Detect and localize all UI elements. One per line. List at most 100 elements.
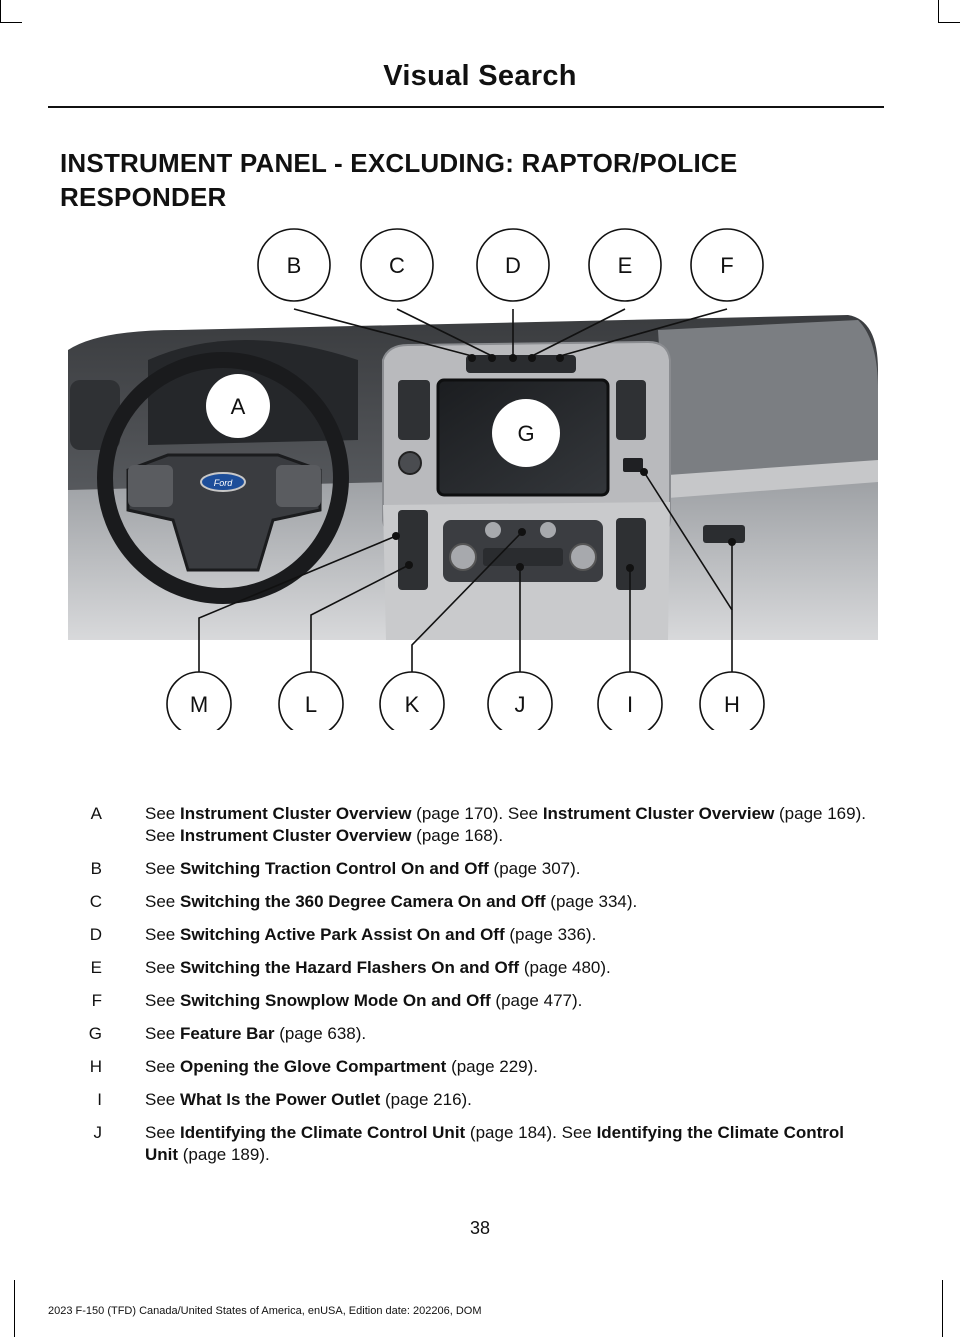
leader-dots-top: [468, 354, 564, 362]
crop-mark: [938, 0, 939, 22]
top-right-climate-knob: [540, 522, 556, 538]
description-letter: F: [91, 991, 102, 1010]
description-letter: B: [90, 859, 102, 878]
glove-box-handle: [703, 525, 745, 543]
cross-reference-title: Identifying the Climate Control Unit: [145, 1123, 845, 1164]
description-row: E See Switching the Hazard Flashers On an…: [60, 957, 880, 979]
steering-wheel-rim: [97, 352, 349, 604]
description-row: A See Instrument Cluster Overview (page 1…: [60, 803, 880, 847]
cross-reference-title: Switching Snowplow Mode On and Off: [179, 991, 491, 1010]
callout-g-label: G: [517, 421, 534, 446]
description-fragment: (page 480).: [519, 958, 611, 977]
description-fragment: See: [145, 991, 180, 1010]
callout-h-label: H: [724, 692, 740, 717]
description-fragment: (page 189).: [178, 1145, 270, 1164]
description-list: A See Instrument Cluster Overview (page 1…: [60, 803, 880, 1177]
description-fragment: See: [145, 804, 180, 823]
climate-buttons: [483, 548, 563, 566]
description-fragment: See: [145, 1090, 180, 1109]
description-letter: J: [93, 1123, 103, 1142]
description-fragment: (page 477).: [490, 991, 583, 1010]
description-fragment: (page 184). See: [465, 1123, 597, 1142]
description-text: See Instrument Cluster Overview (page 17…: [145, 803, 880, 847]
description-fragment: See: [145, 1024, 180, 1043]
left-console-switches: [398, 510, 428, 590]
description-text: See What Is the Power Outlet (page 216).: [145, 1089, 880, 1111]
cross-reference-title: What Is the Power Outlet: [179, 1090, 381, 1109]
description-letter: E: [90, 958, 102, 977]
description-fragment: (page 216).: [380, 1090, 472, 1109]
leader-dots-bottom: [392, 468, 736, 572]
callout-f-label: F: [720, 253, 733, 278]
cross-reference-title: Switching Active Park Assist On and Off: [179, 925, 505, 944]
description-text: See Opening the Glove Compartment (page …: [145, 1056, 880, 1078]
description-letter: H: [89, 1057, 102, 1076]
description-text: See Switching Snowplow Mode On and Off (…: [145, 990, 880, 1012]
page-footer: 2023 F-150 (TFD) Canada/United States of…: [48, 1305, 482, 1317]
description-text: See Switching the 360 Degree Camera On a…: [145, 891, 880, 913]
description-fragment: (page 169). See: [145, 804, 866, 845]
callout-a-label: A: [231, 394, 246, 419]
right-climate-knob: [569, 543, 597, 571]
steering-wheel-hub: [126, 453, 322, 572]
top-left-climate-knob: [485, 522, 501, 538]
right-stack-button: [623, 458, 643, 472]
leader-lines-top: [293, 308, 728, 357]
left-center-vent: [398, 380, 430, 440]
description-letter: C: [89, 892, 102, 911]
callout-d-label: D: [505, 253, 521, 278]
crop-mark: [938, 22, 960, 23]
steering-right-controls: [276, 465, 321, 507]
description-text: See Feature Bar (page 638).: [145, 1023, 880, 1045]
page-number: 38: [469, 1218, 491, 1238]
crop-mark: [0, 0, 1, 22]
callout-l-label: L: [305, 692, 317, 717]
steering-left-controls: [128, 465, 173, 507]
callout-e-label: E: [618, 253, 633, 278]
description-fragment: (page 334).: [545, 892, 638, 911]
callout-k-label: K: [405, 692, 420, 717]
description-text: See Switching the Hazard Flashers On and…: [145, 957, 880, 979]
description-fragment: (page 336).: [504, 925, 597, 944]
section-title-line-1: INSTRUMENT PANEL - EXCLUDING: RAPTOR/POL…: [60, 148, 738, 178]
ford-badge: [200, 472, 246, 492]
description-fragment: See: [145, 892, 180, 911]
description-row: H See Opening the Glove Compartment (page…: [60, 1056, 880, 1078]
cross-reference-title: Instrument Cluster Overview: [179, 826, 412, 845]
description-row: I See What Is the Power Outlet (page 216)…: [60, 1089, 880, 1111]
description-row: F See Switching Snowplow Mode On and Off …: [60, 990, 880, 1012]
section-title-line-2: RESPONDER: [60, 182, 227, 212]
crop-mark: [14, 1280, 15, 1337]
description-row: C See Switching the 360 Degree Camera On …: [60, 891, 880, 913]
cross-reference-title: Switching Traction Control On and Off: [179, 859, 489, 878]
cross-reference-title: Opening the Glove Compartment: [179, 1057, 447, 1076]
cross-reference-title: Instrument Cluster Overview: [542, 804, 775, 823]
description-row: D See Switching Active Park Assist On and…: [60, 924, 880, 946]
description-fragment: (page 229).: [446, 1057, 539, 1076]
page-header-title: Visual Search: [383, 60, 577, 92]
callout-b-label: B: [287, 253, 302, 278]
cross-reference-title: Instrument Cluster Overview: [179, 804, 412, 823]
description-fragment: (page 170). See: [411, 804, 543, 823]
header-divider: [48, 106, 884, 108]
description-fragment: See: [145, 1057, 180, 1076]
section-title: INSTRUMENT PANEL - EXCLUDING: RAPTOR/POL…: [60, 146, 880, 214]
description-text: See Switching Active Park Assist On and …: [145, 924, 880, 946]
cross-reference-title: Feature Bar: [179, 1024, 275, 1043]
cross-reference-title: Switching the Hazard Flashers On and Off: [179, 958, 520, 977]
callout-i-label: I: [627, 692, 633, 717]
instrument-panel-illustration: Ford A G B: [58, 220, 898, 730]
callout-c-label: C: [389, 253, 405, 278]
description-letter: A: [90, 804, 102, 823]
instrument-panel-svg: Ford A G B: [68, 228, 878, 730]
callout-j-label: J: [515, 692, 526, 717]
description-fragment: (page 307).: [488, 859, 581, 878]
description-fragment: (page 638).: [274, 1024, 367, 1043]
description-letter: D: [89, 925, 102, 944]
description-text: See Switching Traction Control On and Of…: [145, 858, 880, 880]
description-fragment: See: [145, 925, 180, 944]
passenger-trim: [668, 460, 878, 498]
description-letter: I: [97, 1090, 102, 1109]
description-fragment: See: [145, 859, 180, 878]
